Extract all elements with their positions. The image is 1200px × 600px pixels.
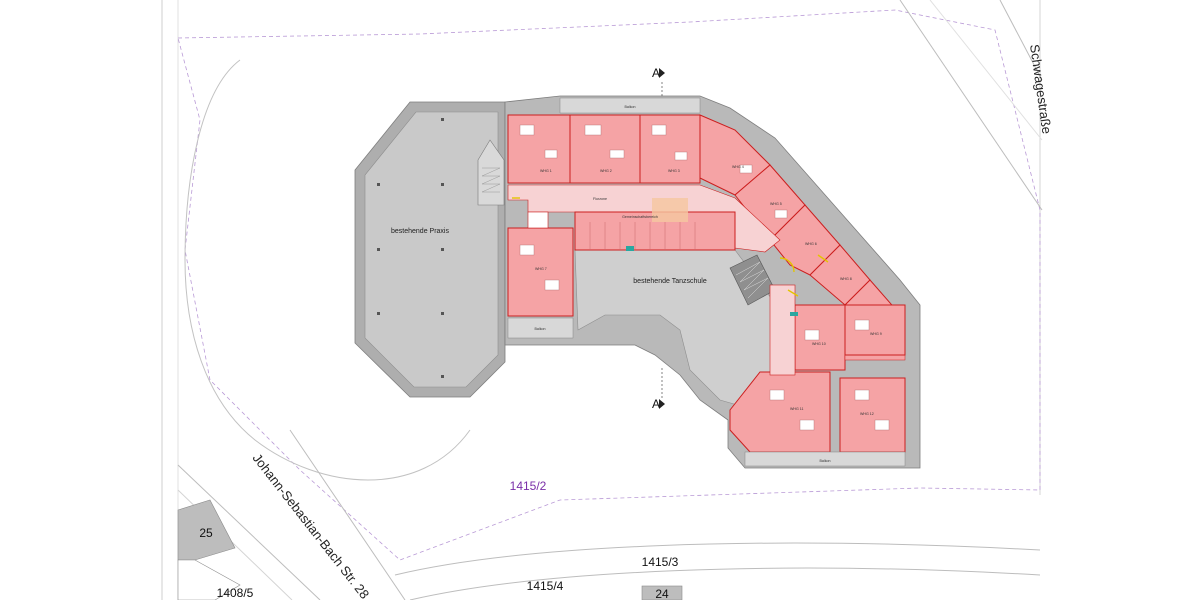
street-edge-1: [899, 0, 1043, 211]
stair-core-left: [477, 139, 505, 206]
svg-text:WHG 11: WHG 11: [790, 407, 804, 411]
apartment-3: [639, 114, 701, 184]
neighbour-building-left-2: [177, 559, 241, 600]
section-arrow-bottom: [659, 399, 665, 409]
street-edge-2: [999, 0, 1043, 81]
svg-text:WHG 12: WHG 12: [860, 412, 874, 416]
balcony-top: [559, 97, 701, 114]
svg-text:WHG 10: WHG 10: [812, 342, 826, 346]
balcony-top-label: Balkon: [625, 105, 636, 109]
neighbour-building-25: [177, 499, 236, 561]
apartment-2: [569, 114, 641, 184]
street-edge-5: [289, 429, 406, 600]
svg-text:WHG 5: WHG 5: [770, 202, 782, 206]
door-markers: [512, 197, 829, 297]
existing-practice-label: bestehende Praxis: [391, 228, 449, 235]
house-number-24: 24: [655, 587, 669, 600]
svg-text:WHG 6: WHG 6: [805, 242, 817, 246]
street-curve-1: [394, 542, 1041, 576]
street-edge-4: [177, 464, 321, 600]
svg-text:WHG 2: WHG 2: [600, 169, 612, 173]
svg-text:WHG 9: WHG 9: [870, 332, 882, 336]
apartment-11: [844, 354, 906, 361]
svg-text:WHG 8: WHG 8: [840, 277, 852, 281]
existing-practice-inner: [364, 111, 499, 388]
stair-steps-center: [735, 261, 769, 299]
practice-columns: [377, 118, 444, 378]
stair-landing-left: [527, 211, 549, 229]
neighbour-building-24: [641, 585, 683, 600]
balcony-left: [507, 317, 574, 339]
existing-dance-school-label: bestehende Tanzschule: [633, 278, 707, 285]
street-curve-2: [409, 567, 1041, 600]
street-label-right: Schwagestraße: [1027, 43, 1054, 135]
house-number-25: 25: [199, 526, 213, 540]
section-mark-top: A: [652, 66, 660, 80]
svg-text:WHG 7: WHG 7: [535, 267, 547, 271]
stair-steps-left: [481, 167, 501, 193]
apartment-14: [844, 304, 906, 356]
section-mark-bottom: A: [652, 397, 660, 411]
elevator-marker-2: [790, 312, 798, 316]
balcony-left-label: Balkon: [535, 327, 546, 331]
parcel-left-label: 1408/5: [217, 586, 254, 600]
common-area-stripes: [589, 222, 696, 250]
svg-text:WHG 3: WHG 3: [668, 169, 680, 173]
common-area-label: Gemeinschaftsbereich: [622, 215, 658, 219]
section-arrow-top: [659, 68, 665, 78]
apartment-10: [794, 304, 846, 371]
elevator-marker: [626, 246, 634, 251]
street-edge-3: [929, 0, 1043, 141]
common-area-highlight: [652, 198, 688, 222]
plot-outline: [184, 59, 471, 481]
parcel-bottom-label: 1415/4: [527, 579, 564, 593]
unit-labels: WHG 1 WHG 2 WHG 3 WHG 4 WHG 5 WHG 6 WHG …: [535, 165, 882, 416]
balcony-bottom-label: Balkon: [820, 459, 831, 463]
parcel-right-label: 1415/3: [642, 555, 679, 569]
svg-text:WHG 4: WHG 4: [732, 165, 744, 169]
furniture: [519, 124, 890, 431]
apartment-13: [839, 377, 906, 453]
corridor-right: [769, 284, 796, 376]
parcel-main-label: 1415/2: [510, 479, 547, 493]
street-label-left: Johann-Sebastian-Bach Str. 28: [250, 451, 373, 600]
balcony-bottom: [744, 451, 906, 467]
svg-text:WHG 1: WHG 1: [540, 169, 552, 173]
apartment-7: [507, 227, 574, 317]
corridor-label: Flurzone: [593, 197, 607, 201]
apartment-1: [507, 114, 571, 184]
